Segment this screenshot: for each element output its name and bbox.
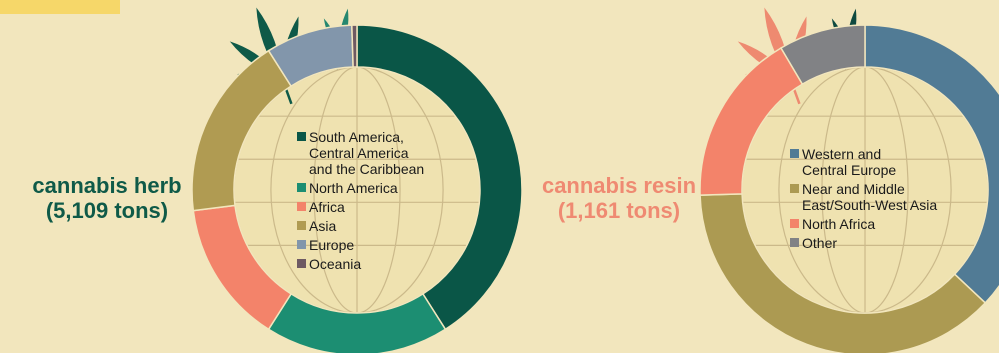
slice-south-america-central-america-and-the-caribbean bbox=[356, 24, 523, 331]
legend-swatch bbox=[790, 238, 799, 247]
legend-swatch bbox=[790, 149, 799, 158]
herb-label: cannabis herb (5,109 tons) bbox=[0, 173, 214, 223]
legend-swatch bbox=[297, 132, 306, 141]
slice-oceania bbox=[351, 24, 358, 68]
legend-label: Oceania bbox=[309, 256, 362, 272]
legend-label: North Africa bbox=[802, 216, 876, 232]
resin-total: (1,161 tons) bbox=[557, 198, 681, 223]
herb-donut-chart bbox=[191, 7, 523, 353]
legend-label: Other bbox=[802, 235, 838, 251]
legend-swatch bbox=[297, 202, 306, 211]
legend-item-oceania: Oceania bbox=[297, 256, 477, 272]
legend-item-north-africa: North Africa bbox=[790, 216, 980, 232]
legend-label: Europe bbox=[309, 237, 355, 253]
legend-swatch bbox=[297, 259, 306, 268]
legend-label: Asia bbox=[309, 218, 337, 234]
legend-item-north-america: North America bbox=[297, 180, 477, 196]
legend-label: North America bbox=[309, 180, 398, 196]
resin-title: cannabis resin bbox=[541, 173, 697, 198]
resin-donut-chart bbox=[699, 7, 999, 353]
legend-item-near-and-middle-east-south-west-asia: Near and Middle East/South-West Asia bbox=[790, 181, 980, 213]
legend-label: Near and Middle East/South-West Asia bbox=[802, 181, 938, 213]
legend-swatch bbox=[297, 183, 306, 192]
legend-swatch bbox=[297, 240, 306, 249]
herb-total: (5,109 tons) bbox=[45, 198, 169, 223]
header-fragment bbox=[0, 0, 120, 14]
legend-label: Africa bbox=[309, 199, 345, 215]
legend-item-western-and-central-europe: Western and Central Europe bbox=[790, 146, 980, 178]
legend-label: Western and Central Europe bbox=[802, 146, 897, 178]
herb-title: cannabis herb bbox=[32, 173, 182, 198]
legend-item-asia: Asia bbox=[297, 218, 477, 234]
legend-swatch bbox=[790, 219, 799, 228]
legend-item-other: Other bbox=[790, 235, 980, 251]
resin-label: cannabis resin (1,161 tons) bbox=[512, 173, 726, 223]
herb-legend: South America, Central America and the C… bbox=[297, 129, 477, 275]
legend-swatch bbox=[790, 184, 799, 193]
legend-item-europe: Europe bbox=[297, 237, 477, 253]
slice-western-and-central-europe bbox=[864, 24, 999, 305]
slice-other bbox=[779, 24, 866, 86]
legend-item-africa: Africa bbox=[297, 199, 477, 215]
legend-label: South America, Central America and the C… bbox=[309, 129, 425, 177]
slice-near-and-middle-east-south-west-asia bbox=[699, 193, 987, 353]
legend-swatch bbox=[297, 221, 306, 230]
legend-item-south-america-central-america-and-the-caribbean: South America, Central America and the C… bbox=[297, 129, 477, 177]
